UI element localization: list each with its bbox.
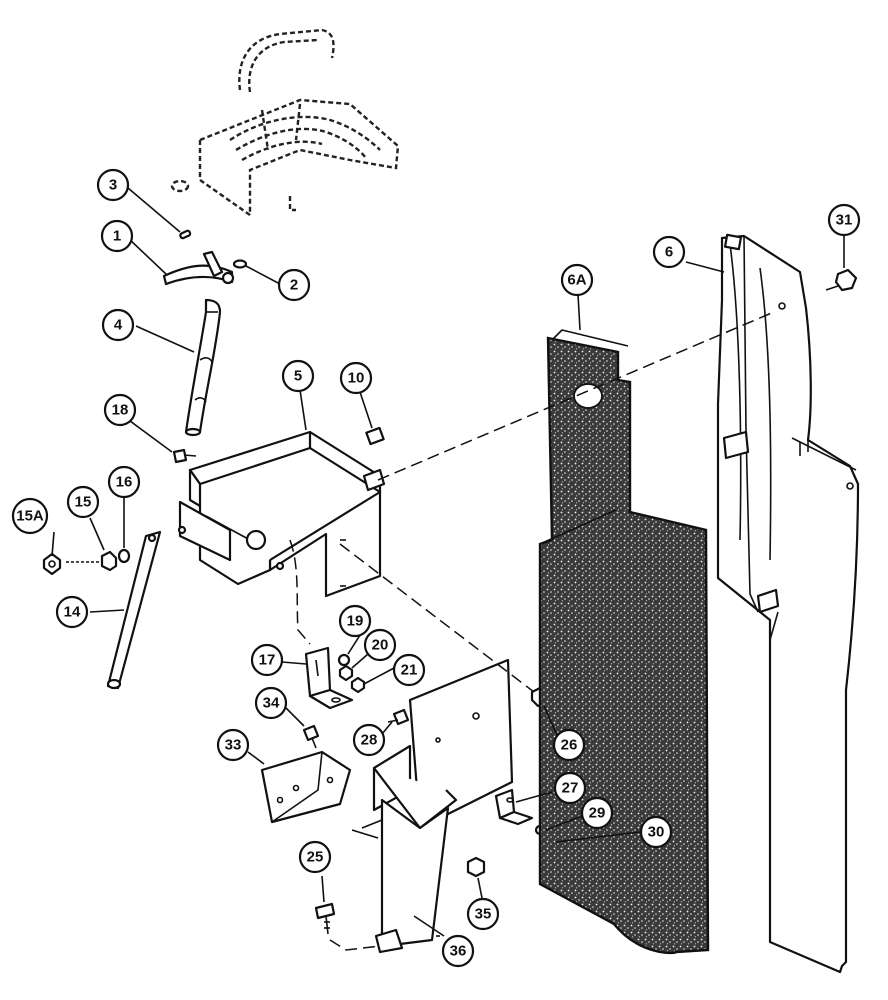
svg-text:20: 20 [372,637,389,654]
part-4-boot [184,298,222,437]
callout-36: 36 [441,934,475,968]
callout-29: 29 [580,796,614,830]
part-2-clip [232,259,248,269]
part-31-screw [825,268,858,292]
callout-28: 28 [352,723,386,757]
svg-text:15A: 15A [16,508,44,525]
svg-text:33: 33 [225,737,242,754]
part-10-nut [365,426,385,446]
console-outline-ghost [170,28,400,216]
callout-17: 17 [250,643,284,677]
svg-text:21: 21 [401,662,418,679]
svg-text:6A: 6A [567,272,586,289]
callout-14: 14 [55,595,89,629]
callout-25: 25 [298,840,332,874]
callout-35: 35 [466,897,500,931]
part-33-plate [260,750,352,824]
svg-text:5: 5 [294,368,302,385]
part-36-support [351,658,514,954]
svg-text:28: 28 [361,732,378,749]
part-20-nut [338,664,354,682]
callout-1: 1 [100,219,134,253]
svg-text:27: 27 [562,780,579,797]
part-27-bracket [494,788,534,826]
callout-27: 27 [553,771,587,805]
part-15-nut [100,550,118,572]
callout-5: 5 [281,359,315,393]
svg-text:17: 17 [259,652,276,669]
part-5-housing [177,430,386,598]
leader-lines [51,187,845,937]
part-3-pin [179,229,192,240]
svg-text:25: 25 [307,849,324,866]
callout-26: 26 [552,728,586,762]
svg-text:34: 34 [263,695,280,712]
svg-text:31: 31 [836,212,853,229]
svg-text:26: 26 [561,737,578,754]
svg-text:18: 18 [112,402,129,419]
assembly-lines [289,311,775,951]
svg-text:19: 19 [347,613,364,630]
svg-text:3: 3 [109,177,117,194]
svg-text:14: 14 [64,604,81,621]
part-25-bolt [314,902,336,935]
svg-text:10: 10 [348,370,365,387]
callout-3: 3 [96,168,130,202]
part-16-washer [117,548,131,564]
part-15a-nut [42,552,62,576]
svg-text:35: 35 [475,906,492,923]
svg-text:30: 30 [648,824,665,841]
callout-31: 31 [827,203,861,237]
part-34-bolt [302,724,320,749]
part-28-bolt [387,708,410,726]
svg-text:6: 6 [665,244,673,261]
part-35-nut [466,856,486,878]
callout-30: 30 [639,815,673,849]
callout-33: 33 [216,728,250,762]
part-17-bracket [304,646,354,710]
callout-10: 10 [339,361,373,395]
callout-15a: 15A [11,497,49,535]
svg-text:16: 16 [116,474,133,491]
callout-34: 34 [254,686,288,720]
callout-18: 18 [103,393,137,427]
callout-15: 15 [66,485,100,519]
svg-text:15: 15 [75,494,92,511]
svg-text:2: 2 [290,277,298,294]
callout-16: 16 [107,465,141,499]
svg-text:36: 36 [450,943,467,960]
svg-text:29: 29 [589,805,606,822]
callout-4: 4 [101,308,135,342]
svg-text:1: 1 [113,228,121,245]
part-18-bolt [172,448,197,464]
callout-2: 2 [277,268,311,302]
callout-6: 6 [652,235,686,269]
callout-19: 19 [338,604,372,638]
part-19-washer [337,653,351,667]
part-6-cover-panel [716,233,860,974]
callout-6a: 6A [560,263,594,297]
part-1-lever [162,250,235,286]
svg-text:4: 4 [114,317,123,334]
part-14-rod [106,530,162,690]
callout-21: 21 [392,653,426,687]
part-6a-insulation-pad [538,329,710,955]
part-21-nut [350,676,366,694]
callout-20: 20 [363,628,397,662]
